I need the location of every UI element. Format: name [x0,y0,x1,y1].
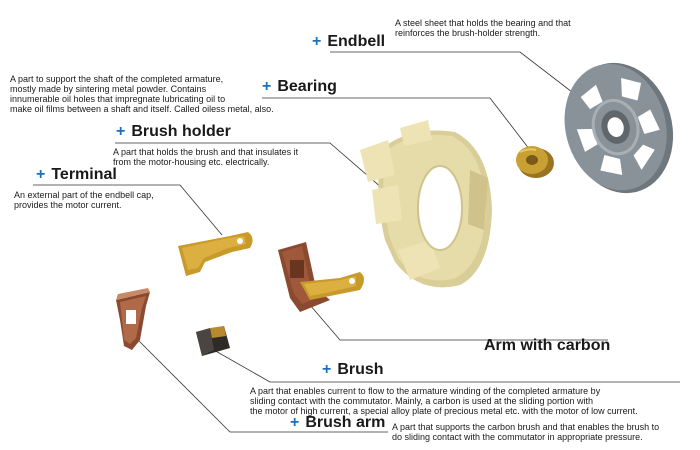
brush-arm-part [116,288,150,350]
leader-brush-arm [137,339,388,433]
label-brush-arm: + Brush arm [290,414,385,432]
endbell-part [564,62,674,194]
leader-arm-with-carbon [309,304,608,341]
desc-bearing: A part to support the shaft of the compl… [10,74,274,114]
label-arm-with-carbon: Arm with carbon [484,337,610,355]
plus-icon: + [322,361,332,378]
desc-endbell: A steel sheet that holds the bearing and… [395,18,571,38]
label-text: Bearing [277,78,337,95]
plus-icon: + [36,166,46,183]
label-brush-holder: + Brush holder [116,123,231,141]
label-text: Brush arm [305,414,386,431]
brush-part [196,326,230,356]
leader-lines [33,51,680,433]
label-text: Endbell [327,33,386,50]
arm-with-carbon-part [278,242,364,312]
label-bearing: + Bearing [262,78,337,96]
label-endbell: + Endbell [312,33,385,51]
plus-icon: + [290,414,300,431]
leader-brush [204,344,680,383]
label-text: Brush [337,361,384,378]
leader-endbell [330,51,599,113]
leader-terminal [33,184,223,236]
brush-holder-part [360,120,492,288]
desc-terminal: An external part of the endbell cap, pro… [14,190,154,210]
desc-brush: A part that enables current to flow to t… [250,386,638,416]
leader-bearing [262,97,531,151]
label-terminal: + Terminal [36,166,117,184]
plus-icon: + [312,33,322,50]
plus-icon: + [116,123,126,140]
bearing-part [516,146,554,178]
desc-brush-holder: A part that holds the brush and that ins… [113,147,299,167]
label-text: Terminal [51,166,117,183]
desc-brush-arm: A part that supports the carbon brush an… [392,422,660,442]
label-text: Brush holder [131,123,231,140]
label-text: Arm with carbon [484,337,611,354]
plus-icon: + [262,78,272,95]
terminal-part [178,232,253,276]
label-brush: + Brush [322,361,384,379]
